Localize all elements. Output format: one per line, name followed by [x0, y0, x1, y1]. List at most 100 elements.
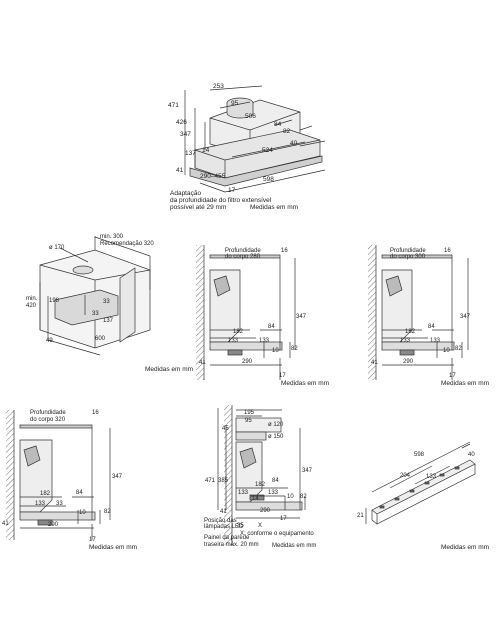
dim-198: 198 — [49, 298, 60, 304]
dim-598: 598 — [414, 452, 425, 458]
dim-182: 182 — [233, 329, 244, 335]
dim-10: 10 — [287, 494, 294, 500]
dim-347: 347 — [112, 474, 123, 480]
note-line-1: Adaptação — [170, 190, 201, 197]
dim-10: 10 — [443, 348, 450, 354]
dim-16: 16 — [281, 248, 288, 254]
dim-204: 204 — [400, 473, 411, 479]
dim-182: 182 — [255, 482, 266, 488]
recommendation-320: Recomendação 320 — [100, 241, 154, 247]
dim-506: 506 — [245, 113, 256, 120]
dim-133b: 133 — [430, 338, 441, 344]
dim-137: 137 — [185, 150, 196, 157]
dim-84: 84 — [428, 324, 435, 330]
dim-347: 347 — [180, 131, 191, 138]
dim-95: 95 — [245, 418, 252, 424]
depth-value: do corpo 300 — [390, 254, 426, 260]
dim-82: 82 — [455, 346, 462, 352]
dim-35: 35 — [237, 523, 244, 529]
panel-cabinet-installation — [39, 236, 151, 356]
dim-41: 41 — [371, 360, 378, 366]
dim-471: 471 — [168, 102, 179, 109]
dim-290: 290 — [260, 508, 271, 514]
dim-p1-137: 137 — [103, 318, 114, 324]
dim-133b: 133 — [259, 338, 270, 344]
dim-82: 82 — [300, 494, 307, 500]
dim-17: 17 — [279, 373, 286, 379]
dim-598: 598 — [263, 176, 274, 183]
dim-133b: 133 — [268, 490, 279, 496]
panel-mounting-rail — [365, 441, 476, 525]
dim-17: 17 — [228, 187, 236, 194]
panel2-labels: Profundidade do corpo 280 16 347 182 84 … — [199, 248, 329, 387]
units-label: Medidas em mm — [441, 544, 489, 551]
dim-290: 290 — [48, 522, 59, 528]
diam-170: ø 170 — [49, 245, 65, 251]
min-label: min. — [26, 296, 38, 302]
units-label: Medidas em mm — [250, 204, 298, 211]
dim-133a: 133 — [35, 501, 46, 507]
depth-label: Profundidade — [390, 248, 426, 254]
dim-84: 84 — [76, 490, 83, 496]
note-line-2: da profundidade do filtro extensível — [170, 197, 272, 204]
panel-side-view-280 — [196, 245, 296, 380]
dim-82: 82 — [104, 509, 111, 515]
led-label-1: Posição das — [204, 518, 237, 524]
dim-133: 133 — [426, 474, 437, 480]
dim-600: 600 — [95, 336, 106, 342]
dim-253: 253 — [213, 83, 224, 90]
dim-49: 49 — [46, 338, 53, 344]
panel6-labels: 598 204 133 40 21 Medidas em mm — [357, 452, 489, 551]
panel-side-view-300 — [368, 245, 469, 380]
diam-150: ø 150 — [268, 434, 284, 440]
dim-40: 40 — [468, 452, 475, 458]
dim-p1-33b: 33 — [92, 311, 99, 317]
dim-40: 40 — [290, 140, 298, 147]
dim-290: 290 — [403, 359, 414, 365]
panel-note-2: traseira máx. 20 mm — [204, 542, 259, 548]
dim-41: 41 — [176, 167, 184, 174]
dim-10: 10 — [79, 510, 86, 516]
panel4-labels: Profundidade do corpo 320 16 347 182 84 … — [2, 410, 137, 551]
dim-524: 524 — [262, 147, 273, 154]
dim-14: 14 — [202, 147, 210, 154]
dim-84: 84 — [268, 324, 275, 330]
top-dimension-labels: 253 95 506 471 426 347 84 82 40 524 137 … — [168, 83, 298, 211]
panel5-labels: 195 95 45 ø 120 ø 150 471 385 347 182 84… — [204, 410, 316, 549]
dim-17: 17 — [449, 373, 456, 379]
panel-side-view-320 — [6, 410, 111, 540]
dim-133a: 133 — [400, 338, 411, 344]
dim-x: X — [258, 523, 262, 529]
depth-label: Profundidade — [225, 248, 261, 254]
top-isometric-view — [184, 85, 326, 193]
dim-84: 84 — [274, 121, 282, 128]
dim-133a: 133 — [238, 490, 249, 496]
x-note: X: conforme o equipamento — [240, 531, 314, 537]
panel-detail-view — [217, 405, 306, 545]
depth-label: Profundidade — [30, 410, 66, 416]
panel3-labels: Profundidade do corpo 300 16 347 182 84 … — [371, 248, 489, 387]
dim-41: 41 — [2, 521, 9, 527]
units-label: Medidas em mm — [145, 366, 193, 373]
dim-16: 16 — [444, 248, 451, 254]
dim-14: 14 — [252, 496, 259, 502]
dim-84: 84 — [272, 478, 279, 484]
dim-82: 82 — [291, 346, 298, 352]
dim-17: 17 — [280, 516, 287, 522]
dim-10: 10 — [272, 348, 279, 354]
dim-290: 290 — [242, 359, 253, 365]
dim-426: 426 — [176, 119, 187, 126]
units-label: Medidas em mm — [89, 544, 137, 551]
dim-347: 347 — [302, 468, 313, 474]
dim-290-455: 290–455 — [200, 173, 226, 180]
dim-p1-33a: 33 — [103, 299, 110, 305]
dim-21: 21 — [357, 513, 364, 519]
min-300: min. 300 — [100, 234, 124, 240]
dim-41: 41 — [220, 509, 227, 515]
dim-133a: 133 — [228, 338, 239, 344]
diam-120: ø 120 — [268, 422, 284, 428]
dim-17: 17 — [89, 537, 96, 543]
min-420: 420 — [26, 303, 37, 309]
dim-471: 471 — [205, 478, 216, 484]
